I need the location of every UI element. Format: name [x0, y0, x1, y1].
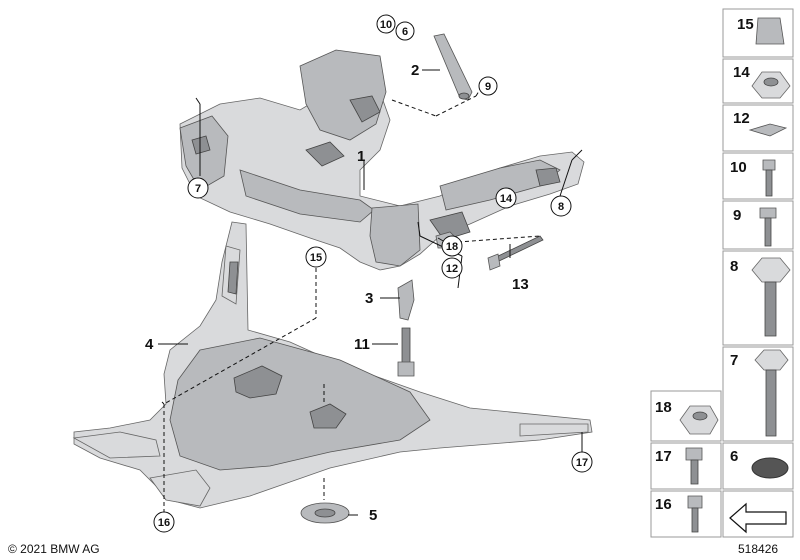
callout-7: 7: [187, 177, 209, 199]
svg-text:8: 8: [730, 258, 738, 275]
bolt-11: [397, 327, 415, 377]
svg-text:6: 6: [402, 26, 408, 38]
diagram-id: 518426: [738, 542, 779, 556]
panel-item-17: 17: [650, 442, 722, 490]
callout-3: 3: [365, 290, 373, 307]
callout-6: 6: [395, 21, 415, 41]
svg-text:10: 10: [380, 19, 392, 31]
callout-16: 16: [153, 511, 175, 533]
svg-text:6: 6: [730, 448, 738, 465]
panel-item-15: 15: [722, 8, 794, 58]
callout-10: 10: [376, 14, 396, 34]
panel-item-8: 8: [722, 250, 794, 346]
svg-text:8: 8: [558, 201, 564, 213]
svg-text:14: 14: [500, 193, 513, 205]
panel-item-16: 16: [650, 490, 722, 538]
svg-text:10: 10: [730, 159, 747, 176]
svg-text:7: 7: [195, 183, 201, 195]
panel-item-12: 12: [722, 104, 794, 152]
panel-item-10: 10: [722, 152, 794, 200]
svg-text:12: 12: [733, 110, 750, 127]
callout-11: 11: [354, 336, 370, 353]
callout-5: 5: [369, 507, 377, 524]
callout-8: 8: [550, 195, 572, 217]
svg-text:16: 16: [158, 517, 170, 529]
svg-text:17: 17: [655, 448, 672, 465]
callout-15: 15: [305, 246, 327, 268]
svg-text:15: 15: [737, 16, 754, 33]
svg-text:9: 9: [485, 81, 491, 93]
panel-item-18: 18: [650, 390, 722, 442]
callouts: 1 2 3 4 5 11 13 6 10 9 7 8 14: [145, 14, 593, 533]
svg-text:15: 15: [310, 252, 322, 264]
svg-text:16: 16: [655, 496, 672, 513]
callout-17: 17: [571, 451, 593, 473]
callout-13: 13: [512, 276, 529, 293]
copyright-text: © 2021 BMW AG: [8, 542, 100, 556]
callout-9: 9: [478, 76, 498, 96]
svg-text:12: 12: [446, 263, 458, 275]
cover-disc: [300, 502, 350, 524]
bolt-13: [487, 235, 544, 271]
arrow-symbol-icon: [729, 502, 787, 534]
svg-text:18: 18: [655, 399, 672, 416]
bracket-3: [397, 279, 415, 321]
panel-item-14: 14: [722, 58, 794, 104]
callout-4: 4: [145, 336, 154, 353]
tension-strut: [433, 33, 473, 101]
svg-text:18: 18: [446, 241, 458, 253]
svg-text:7: 7: [730, 352, 738, 369]
panel-item-7: 7: [722, 346, 794, 442]
svg-text:17: 17: [576, 457, 588, 469]
panel-item-arrow: [722, 490, 794, 538]
parts-panel: 15 14 12 10 9 8: [650, 8, 794, 538]
underbody-plate: [72, 221, 593, 509]
callout-14: 14: [495, 187, 517, 209]
callout-1: 1: [357, 148, 365, 165]
panel-item-9: 9: [722, 200, 794, 250]
callout-18: 18: [441, 235, 463, 257]
callout-12: 12: [441, 257, 463, 279]
callout-2: 2: [411, 62, 419, 79]
svg-text:9: 9: [733, 207, 741, 224]
axle-carrier: [179, 49, 585, 271]
panel-item-6: 6: [722, 442, 794, 490]
svg-text:14: 14: [733, 64, 750, 81]
